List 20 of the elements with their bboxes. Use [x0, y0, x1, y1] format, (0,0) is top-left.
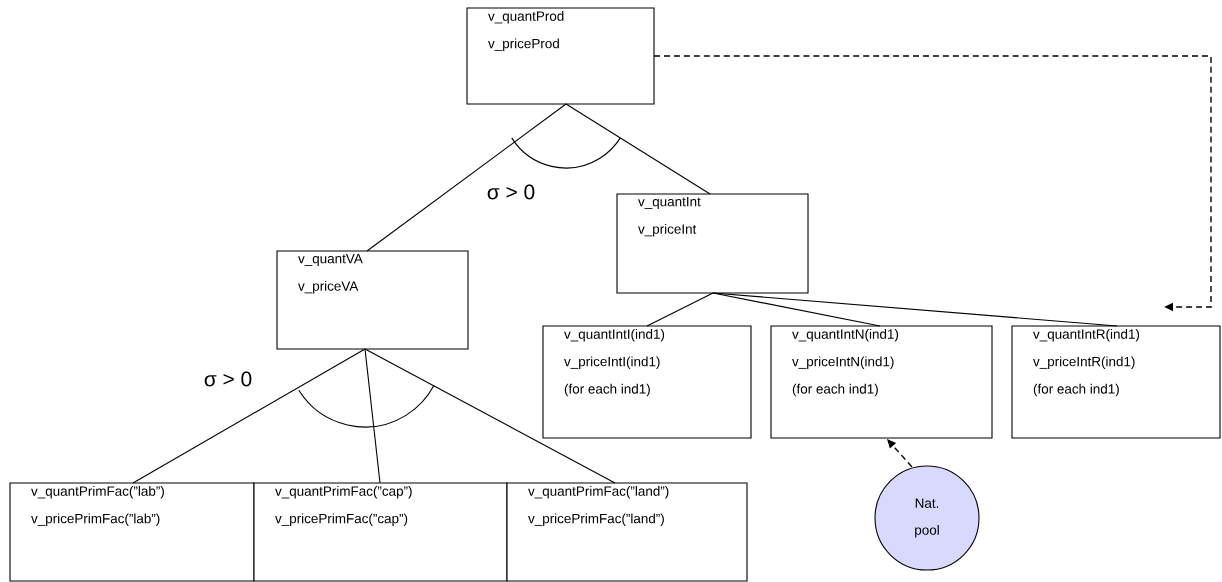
- variable-box: v_quantProd v_priceProd: [466, 7, 655, 105]
- variable-box: v_quantIntI(ind1) v_priceIntI(ind1) (for each ind1): [542, 325, 752, 439]
- variable-box: v_quantPrimFac(”cap”) v_pricePrimFac(”cap”): [253, 482, 508, 582]
- sigma-label: σ > 0: [487, 184, 535, 200]
- dashed-arrow: [653, 55, 1212, 312]
- connector-line: [366, 103, 567, 252]
- connector-line: [565, 103, 711, 195]
- dashed-arrow: [887, 439, 913, 468]
- variable-box: v_quantIntN(ind1) v_priceIntN(ind1) (for each ind1): [770, 325, 993, 439]
- variable-box: v_quantInt v_priceInt: [616, 193, 809, 294]
- variable-box: v_quantVA v_priceVA: [276, 250, 469, 350]
- connector-line: [132, 348, 366, 484]
- connector-line: [364, 348, 381, 484]
- sigma-label: σ > 0: [204, 371, 252, 387]
- connector-line: [712, 292, 1118, 327]
- variable-box: v_quantPrimFac(”land”) v_pricePrimFac(”land”): [506, 482, 748, 582]
- connector-line: [364, 348, 616, 484]
- variable-box: v_quantPrimFac(”lab”) v_pricePrimFac(”lab”): [9, 482, 255, 582]
- connector-line: [646, 292, 714, 327]
- variable-box: v_quantIntR(ind1) v_priceIntR(ind1) (for each ind1): [1011, 325, 1221, 439]
